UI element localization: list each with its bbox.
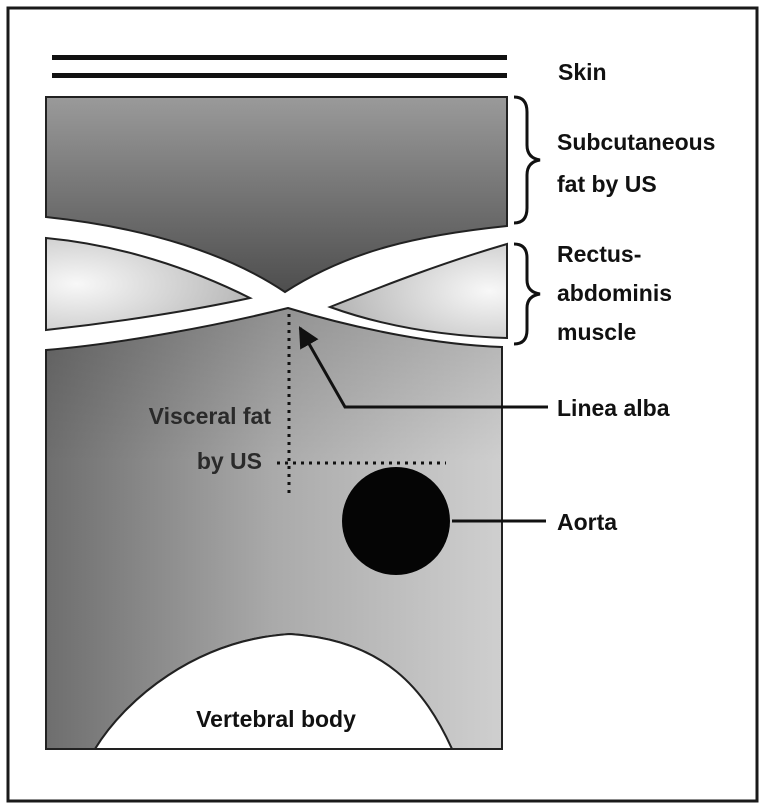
aorta-circle [342, 467, 450, 575]
linea-alba-label: Linea alba [557, 395, 670, 421]
rectus-label-line2: abdominis [557, 280, 672, 306]
visceral-fat-label-line2: by US [197, 448, 262, 474]
subcutaneous-label-line1: Subcutaneous [557, 129, 715, 155]
aorta-label: Aorta [557, 509, 617, 535]
skin-label: Skin [558, 59, 607, 85]
rectus-label-line3: muscle [557, 319, 636, 345]
rectus-label-line1: Rectus- [557, 241, 641, 267]
subcutaneous-label-line2: fat by US [557, 171, 657, 197]
vertebral-body-label: Vertebral body [196, 706, 356, 732]
visceral-fat-label-line1: Visceral fat [149, 403, 272, 429]
